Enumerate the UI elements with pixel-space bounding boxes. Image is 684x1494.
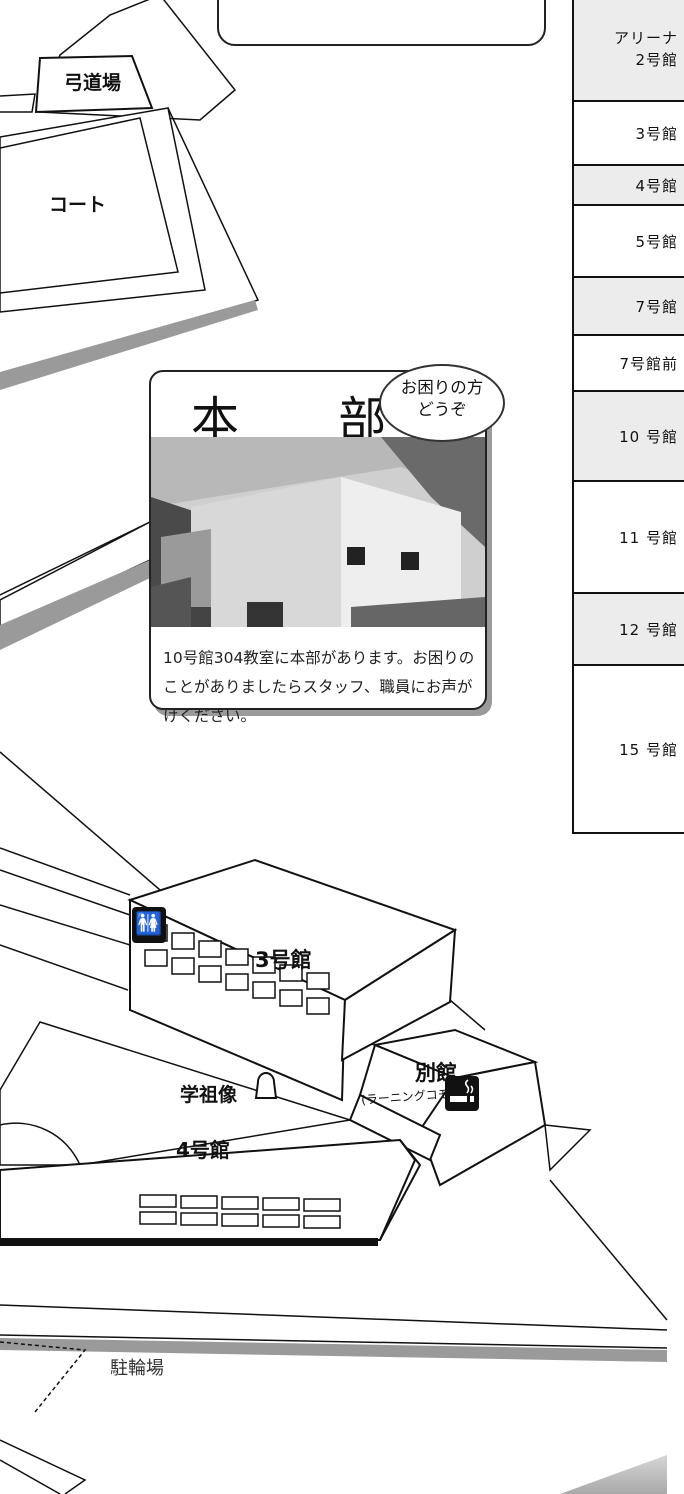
building-4 xyxy=(0,1021,422,1246)
headquarters-description: 10号館304教室に本部があります。お困りのことがありましたらスタッフ、職員にお… xyxy=(163,649,475,725)
kyudojo-label: 弓道場 xyxy=(64,72,122,94)
building-table-row: 5号館 xyxy=(574,206,684,278)
building-table-row: 12 号館 xyxy=(574,594,684,666)
building-table-row: 15 号館 xyxy=(574,666,684,832)
building-table-cell: 4号館 xyxy=(635,176,678,195)
building-table-row: 3号館 xyxy=(574,102,684,166)
building-table-row: 10 号館 xyxy=(574,392,684,482)
building-table-row: 7号館前 xyxy=(574,336,684,392)
help-bubble-line1: お困りの方 xyxy=(400,378,484,397)
building-table-cell: 12 号館 xyxy=(619,620,678,639)
info-box-frame xyxy=(217,0,546,46)
court-area xyxy=(0,107,260,390)
road-lines xyxy=(0,1179,668,1494)
building-4-label: 4号館 xyxy=(176,1138,230,1162)
building-table-row: アリーナ 2号館 xyxy=(574,0,684,102)
building-3-label: 3号館 xyxy=(255,948,312,972)
statue-icon xyxy=(254,1072,278,1099)
bicycle-parking-label: 駐輪場 xyxy=(110,1358,164,1379)
building-table-cell: 11 号館 xyxy=(619,528,678,547)
walkway-lines xyxy=(0,520,161,991)
building-table-cell: 7号館 xyxy=(635,297,678,316)
building-table-cell: 5号館 xyxy=(635,232,678,251)
kyudojo-building xyxy=(0,0,237,121)
help-bubble-line2: どうぞ xyxy=(417,400,467,419)
building-table-cell: 7号館前 xyxy=(619,354,678,373)
building-table-cell: 15 号館 xyxy=(619,740,678,759)
smoking-area-icon xyxy=(445,1076,479,1111)
building-table: アリーナ 2号館 3号館 4号館 5号館 7号館 7号館前 10 号館 11 号館 12 号館 15… xyxy=(572,0,684,834)
restroom-icon: 🚻 xyxy=(132,907,166,943)
building-table-cell: アリーナ xyxy=(613,29,678,47)
building-table-cell: 3号館 xyxy=(635,124,678,143)
headquarters-photo xyxy=(151,437,485,627)
building-table-cell: 2号館 xyxy=(635,51,678,69)
building-table-row: 4号館 xyxy=(574,166,684,206)
building-3 xyxy=(127,858,458,1102)
building-table-row: 11 号館 xyxy=(574,482,684,594)
building-table-row: 7号館 xyxy=(574,278,684,336)
campus-map xyxy=(0,0,668,1494)
statue-label: 学祖像 xyxy=(180,1084,238,1106)
building-table-cell: 10 号館 xyxy=(619,427,678,446)
court-label: コート xyxy=(49,194,107,216)
help-bubble: お困りの方 どうぞ xyxy=(379,364,505,442)
